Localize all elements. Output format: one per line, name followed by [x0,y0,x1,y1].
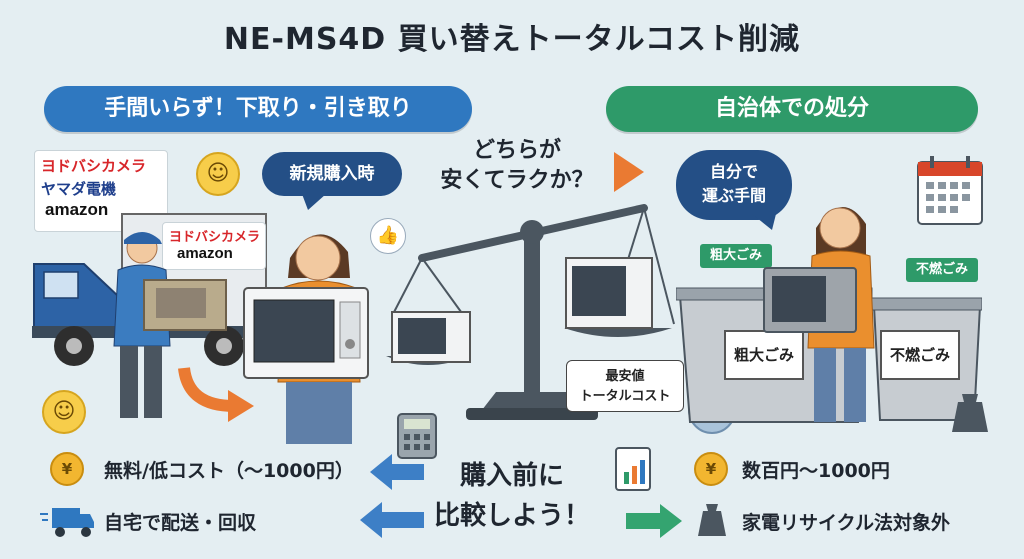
small-truck-icon [40,508,94,537]
new-purchase-bubble: 新規購入時 [262,152,402,196]
left-row-service: 自宅で配送・回収 [104,512,257,534]
self-transport-bubble: 自分で 運ぶ手間 [676,150,792,220]
truck-logo-yodobashi: ヨドバシカメラ [169,230,261,245]
thumbs-up-icon: 👍 [370,218,406,254]
left-section-header: 手間いらず！下取り・引き取り [44,86,472,132]
green-right-arrow-icon [626,504,682,538]
cta-line-1: 購入前に [459,461,564,491]
question-line-2: 安くてラクか？ [440,168,594,193]
retailer-card: ヨドバシカメラ ヤマダ電機 amazon [34,150,168,232]
yen-coin-icon: ¥ [50,452,84,486]
compare-before-purchase-text: 購入前に 比較しよう！ [422,456,602,536]
orange-triangle-icon [614,152,644,192]
truck-logo: ヨドバシカメラ amazon [162,222,266,270]
left-row-cost: 無料/低コスト（～1000円） [104,460,354,482]
question-line-1: どちらが [472,138,561,163]
smile-face-icon: ☺ [196,152,240,196]
right-row-cost: 数百円～1000円 [742,460,890,482]
callout-line-1: 最安値 [605,369,645,384]
smile-face-icon: ☺ [42,390,86,434]
woman-with-microwave-illustration [243,234,369,444]
delivery-worker-illustration [113,232,227,418]
orange-curved-arrow-icon [178,367,254,422]
truck-logo-amazon: amazon [177,245,233,262]
yen-coin-icon: ¥ [694,452,728,486]
retailer-yodobashi: ヨドバシカメラ [41,157,147,175]
retailer-amazon: amazon [45,200,109,219]
right-section-header: 自治体での処分 [606,86,978,132]
page-title: NE-MS4D 買い替えトータルコスト削減 [223,22,801,57]
calculator-icon [397,413,437,459]
callout-line-2: トータルコスト [579,389,671,404]
blue-left-arrow-icon [360,502,424,538]
chart-clipboard-icon [615,447,651,491]
woman-carrying-microwave-illustration [763,206,875,422]
right-row-law: 家電リサイクル法対象外 [742,512,951,534]
calendar-icon [917,156,983,225]
lowest-cost-callout: 最安値 トータルコスト [566,360,684,412]
bubble-tail-icon [302,194,326,210]
bubble-tail-icon [752,214,776,230]
blue-left-arrow-icon [370,454,424,490]
label-oversized-waste: 粗大ごみ [724,330,804,380]
self-bubble-line-2: 運ぶ手間 [701,186,766,205]
weight-icon [698,504,726,536]
sign-non-burnable: 不燃ごみ [906,258,978,282]
cta-line-2: 比較しよう！ [433,501,590,531]
retailer-yamada: ヤマダ電機 [41,180,117,198]
self-bubble-line-1: 自分で [709,162,758,181]
question-text: どちらが 安くてラクか？ [422,136,612,196]
balance-scale-illustration [386,204,675,420]
label-non-burnable: 不燃ごみ [880,330,960,380]
sign-oversized-waste: 粗大ごみ [700,244,772,268]
weight-icon [952,394,988,432]
